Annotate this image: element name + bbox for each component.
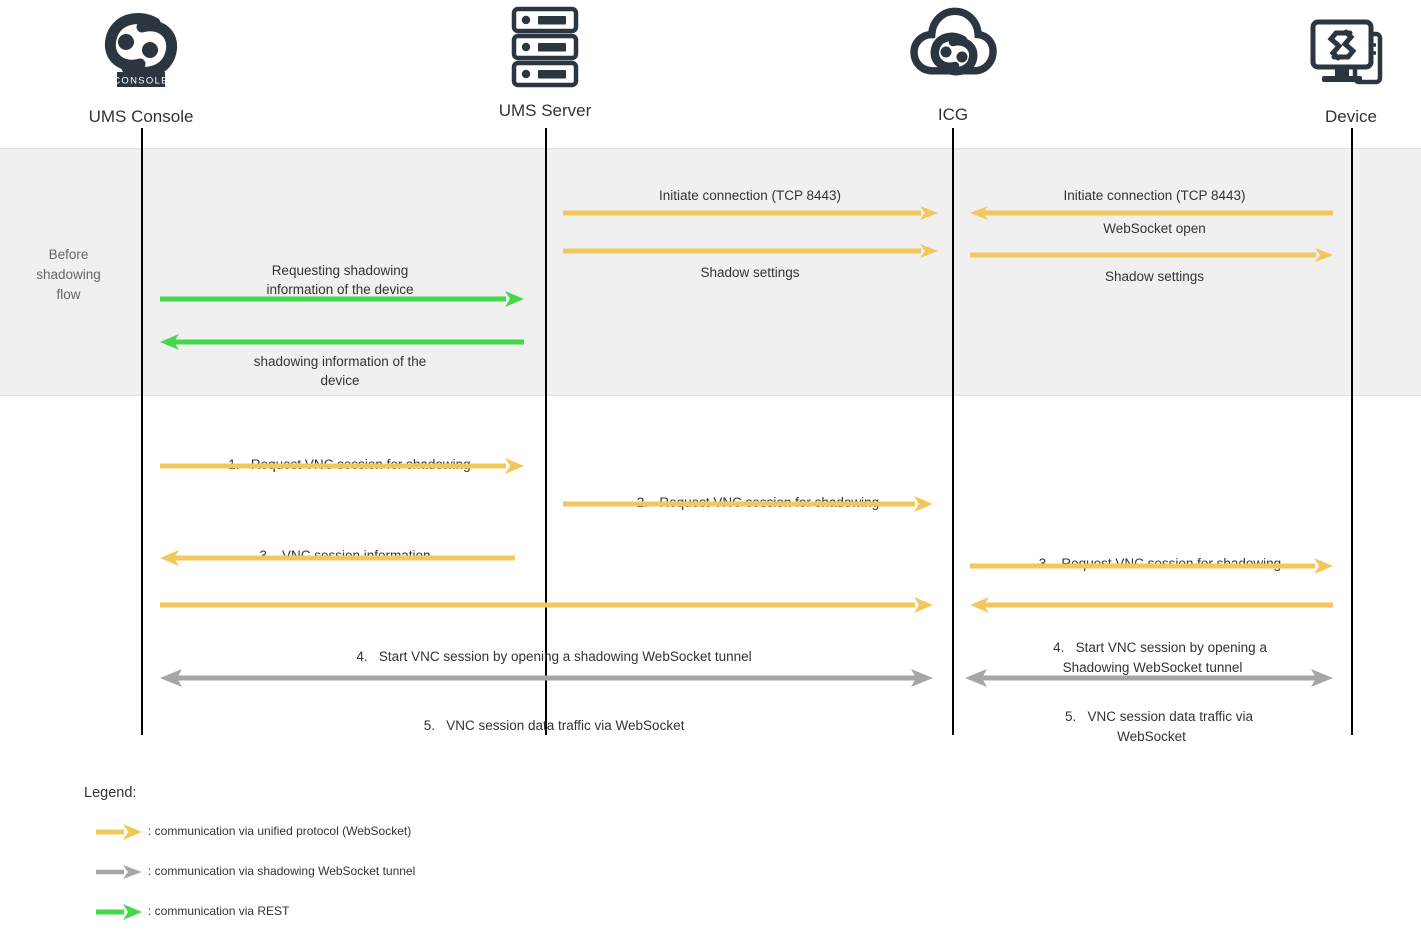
arrow-step-2-request-vnc-server-icg — [563, 496, 933, 514]
message-label-initiate-connection-server-icg: Initiate connection (TCP 8443) — [658, 188, 842, 203]
band-label: Before shadowing flow — [36, 247, 101, 302]
step-text-5-right: VNC session data traffic via WebSocket — [1087, 709, 1254, 744]
server-rack-icon — [445, 4, 645, 95]
step-text-5-left: VNC session data traffic via WebSocket — [446, 718, 685, 733]
message-label-websocket-open: WebSocket open — [1103, 221, 1206, 236]
legend-text-unified-protocol: : communication via unified protocol (We… — [148, 824, 412, 838]
lifeline-icg — [952, 128, 954, 735]
message-label-step-5-left: 5. VNC session data traffic via WebSocke… — [160, 697, 933, 754]
actor-label-device: Device — [1325, 107, 1377, 126]
message-label-requesting-shadowing-information: Requesting shadowing information of the … — [266, 263, 414, 297]
step-text-4-left: Start VNC session by opening a shadowing… — [378, 649, 752, 664]
legend-arrow-rest-icon — [96, 904, 142, 925]
actor-device: Device — [1251, 12, 1421, 127]
step-number-5-right: 5. — [1064, 709, 1077, 724]
arrow-shadowing-information-response — [160, 334, 524, 352]
actor-ums-console: CONSOLE UMS Console — [41, 6, 241, 127]
step-text-4-right: Start VNC session by opening a Shadowing… — [1062, 640, 1267, 675]
arrow-initiate-connection-device-icg — [970, 205, 1333, 223]
step-number-4-left: 4. — [356, 649, 368, 664]
legend-text-shadowing-tunnel: : communication via shadowing WebSocket … — [148, 864, 416, 878]
actor-label-ums-console: UMS Console — [88, 107, 194, 126]
step-number-4-right: 4. — [1053, 640, 1065, 655]
arrow-step-1-request-vnc-console-server — [160, 458, 524, 476]
arrow-step-4-start-vnc-console-icg — [160, 597, 933, 615]
before-shadowing-flow-band — [0, 148, 1421, 396]
legend-title: Legend: — [84, 785, 137, 801]
message-label-shadow-settings-icg-device: Shadow settings — [1104, 269, 1205, 284]
legend-text-rest: : communication via REST — [148, 904, 290, 918]
legend-arrow-shadowing-tunnel-icon — [96, 864, 142, 885]
arrow-step-3-vnc-session-information — [160, 550, 515, 568]
legend-arrow-unified-protocol-icon — [96, 824, 142, 845]
actor-ums-server: UMS Server — [445, 4, 645, 121]
svg-text:CONSOLE: CONSOLE — [113, 76, 169, 87]
arrow-websocket-open — [970, 247, 1333, 265]
message-label-step-4-right: 4. Start VNC session by opening a Shadow… — [965, 618, 1340, 698]
arrow-requesting-shadowing-information — [160, 291, 524, 309]
ums-console-logo-icon: CONSOLE — [41, 6, 241, 101]
lifeline-device — [1351, 128, 1353, 735]
arrow-step-3-request-vnc-icg-device — [970, 558, 1333, 576]
message-label-initiate-connection-device-icg: Initiate connection (TCP 8443) — [1063, 188, 1246, 203]
arrow-step-5-vnc-data-traffic-console-icg — [160, 669, 933, 687]
actor-icg: ICG — [853, 2, 1053, 125]
arrow-initiate-connection-server-icg — [563, 205, 938, 223]
actor-label-icg: ICG — [937, 105, 969, 124]
desktop-computer-icon — [1251, 12, 1421, 101]
message-label-shadow-settings-server-icg: Shadow settings — [700, 265, 800, 280]
message-label-step-5-right: 5. VNC session data traffic via WebSocke… — [965, 687, 1338, 767]
message-label-step-4-left: 4. Start VNC session by opening a shadow… — [160, 628, 933, 685]
lifeline-ums-console — [141, 128, 143, 735]
arrow-step-4-start-vnc-device-icg — [970, 597, 1333, 615]
message-label-shadowing-information-response: shadowing information of the device — [253, 354, 427, 388]
lifeline-ums-server — [545, 128, 547, 735]
step-number-5-left: 5. — [423, 718, 435, 733]
arrow-shadow-settings-server-icg — [563, 243, 938, 261]
actor-label-ums-server: UMS Server — [498, 101, 592, 120]
cloud-gateway-icon — [853, 2, 1053, 99]
arrow-step-5-vnc-data-traffic-icg-device — [965, 669, 1333, 687]
